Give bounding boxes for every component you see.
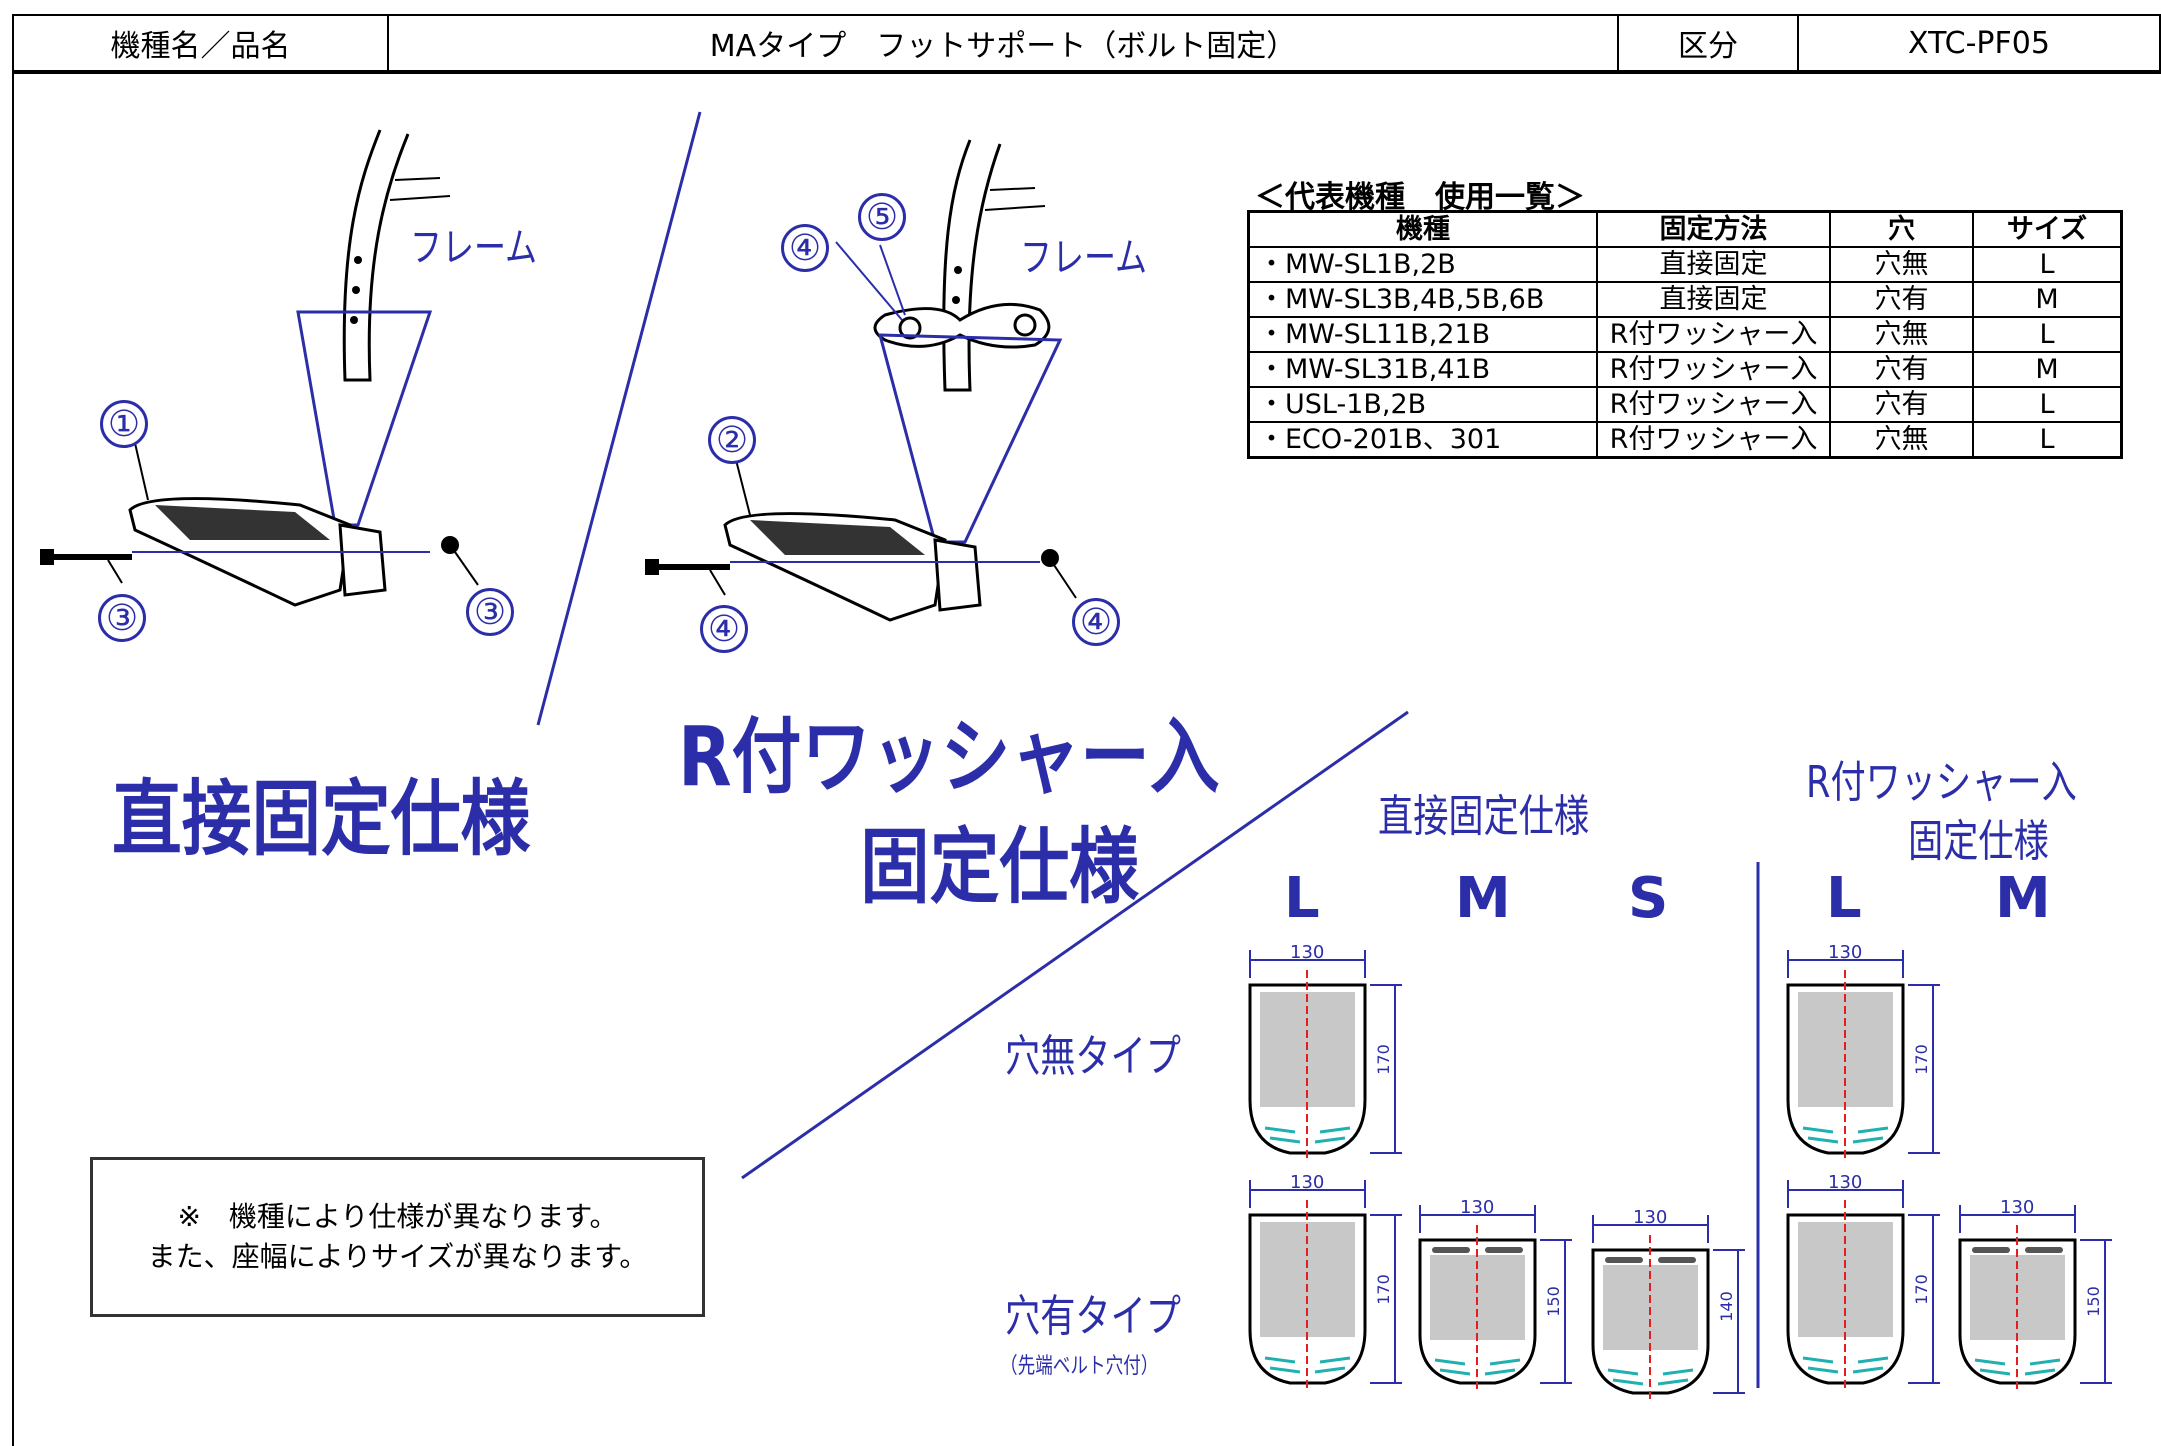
header-model: 機種 xyxy=(1247,210,1598,248)
dim-len-L-no-hole: 170 xyxy=(1373,1044,1393,1075)
cell-size: L xyxy=(1972,246,2123,283)
cell-method: R付ワッシャー入 xyxy=(1596,386,1831,423)
table-row: ・MW-SL11B,21B R付ワッシャー入 穴無 L xyxy=(1247,316,2123,353)
usage-table-header: 機種 固定方法 穴 サイズ xyxy=(1247,210,2123,248)
table-row: ・USL-1B,2B R付ワッシャー入 穴有 L xyxy=(1247,386,2123,423)
callout-5: ⑤ xyxy=(858,193,906,241)
cell-method: 直接固定 xyxy=(1596,246,1831,283)
product-name: MAタイプ フットサポート（ボルト固定） xyxy=(389,16,1619,70)
row-label-hole: 穴有タイプ xyxy=(1005,1291,1181,1342)
dim-width-washer-L-hole: 130 xyxy=(1828,1172,1863,1193)
cell-hole: 穴有 xyxy=(1829,351,1974,388)
dim-width-L-no-hole: 130 xyxy=(1290,942,1325,963)
header-method: 固定方法 xyxy=(1596,210,1831,248)
dim-len-M-hole: 150 xyxy=(1543,1286,1563,1317)
size-label-M: M xyxy=(1455,866,1511,931)
header-size: サイズ xyxy=(1972,210,2123,248)
dim-width-M-hole: 130 xyxy=(1460,1197,1495,1218)
dim-width-washer-M-hole: 130 xyxy=(2000,1197,2035,1218)
washer-fixing-title-line2: 固定仕様 xyxy=(860,820,1139,915)
cell-model: ・USL-1B,2B xyxy=(1247,386,1598,423)
washer-fixing-title-line1: R付ワッシャー入 xyxy=(678,710,1220,805)
cell-method: R付ワッシャー入 xyxy=(1596,421,1831,459)
dim-len-washer-M-hole: 150 xyxy=(2083,1286,2103,1317)
cell-model: ・ECO-201B、301 xyxy=(1247,421,1598,459)
callout-4-left: ④ xyxy=(700,605,748,653)
row-label-hole-sub: （先端ベルト穴付） xyxy=(1000,1354,1159,1379)
callout-2: ② xyxy=(708,416,756,464)
title-block: 機種名／品名 MAタイプ フットサポート（ボルト固定） 区分 XTC-PF05 xyxy=(12,14,2161,74)
row-label-no-hole: 穴無タイプ xyxy=(1005,1031,1181,1082)
dim-width-L-hole: 130 xyxy=(1290,1172,1325,1193)
dim-len-S-hole: 140 xyxy=(1716,1291,1736,1322)
washer-size-label-M: M xyxy=(1995,866,2051,931)
size-chart-washer-title-2: 固定仕様 xyxy=(1908,816,2049,867)
usage-table-caption: ＜代表機種 使用一覧＞ xyxy=(1255,180,1585,215)
size-chart-direct-title: 直接固定仕様 xyxy=(1378,791,1590,842)
table-row: ・MW-SL31B,41B R付ワッシャー入 穴有 M xyxy=(1247,351,2123,388)
note-line-2: また、座幅によりサイズが異なります。 xyxy=(147,1240,648,1273)
cell-size: L xyxy=(1972,386,2123,423)
cell-model: ・MW-SL31B,41B xyxy=(1247,351,1598,388)
cell-model: ・MW-SL3B,4B,5B,6B xyxy=(1247,281,1598,318)
table-row: ・MW-SL3B,4B,5B,6B 直接固定 穴有 M xyxy=(1247,281,2123,318)
dim-len-L-hole: 170 xyxy=(1373,1274,1393,1305)
cell-hole: 穴無 xyxy=(1829,316,1974,353)
frame-label-right: フレーム xyxy=(1020,235,1148,281)
note-box: ※ 機種により仕様が異なります。 また、座幅によりサイズが異なります。 xyxy=(90,1157,705,1317)
drawing-frame xyxy=(12,74,2161,1446)
dim-width-S-hole: 130 xyxy=(1633,1207,1668,1228)
footrest-assembly-washer-drawing xyxy=(645,139,1077,622)
model-label: 機種名／品名 xyxy=(14,16,389,70)
cell-size: M xyxy=(1972,351,2123,388)
table-row: ・MW-SL1B,2B 直接固定 穴無 L xyxy=(1247,246,2123,283)
cell-method: R付ワッシャー入 xyxy=(1596,316,1831,353)
cell-size: L xyxy=(1972,421,2123,459)
direct-fixing-title: 直接固定仕様 xyxy=(112,772,531,867)
note-line-1: ※ 機種により仕様が異なります。 xyxy=(177,1200,618,1233)
cell-model: ・MW-SL11B,21B xyxy=(1247,316,1598,353)
cell-hole: 穴有 xyxy=(1829,386,1974,423)
dim-len-washer-L-no-hole: 170 xyxy=(1911,1044,1931,1075)
frame-label-left: フレーム xyxy=(410,225,538,271)
cell-hole: 穴無 xyxy=(1829,246,1974,283)
cell-method: R付ワッシャー入 xyxy=(1596,351,1831,388)
cell-model: ・MW-SL1B,2B xyxy=(1247,246,1598,283)
callout-1: ① xyxy=(100,400,148,448)
callout-4-right: ④ xyxy=(1072,598,1120,646)
cell-size: L xyxy=(1972,316,2123,353)
usage-table: 機種 固定方法 穴 サイズ ・MW-SL1B,2B 直接固定 穴無 L ・MW-… xyxy=(1247,210,2123,459)
header-hole: 穴 xyxy=(1829,210,1974,248)
size-label-L: L xyxy=(1284,866,1320,931)
size-chart-washer-title-1: R付ワッシャー入 xyxy=(1806,757,2077,808)
cell-method: 直接固定 xyxy=(1596,281,1831,318)
dim-len-washer-L-hole: 170 xyxy=(1911,1274,1931,1305)
cell-hole: 穴無 xyxy=(1829,421,1974,459)
cell-hole: 穴有 xyxy=(1829,281,1974,318)
cell-size: M xyxy=(1972,281,2123,318)
callout-4-top: ④ xyxy=(781,224,829,272)
callout-3-left: ③ xyxy=(98,594,146,642)
category-label: 区分 xyxy=(1619,16,1799,70)
washer-size-label-L: L xyxy=(1826,866,1862,931)
callout-3-right: ③ xyxy=(466,588,514,636)
size-label-S: S xyxy=(1628,866,1669,931)
dim-width-washer-L-no-hole: 130 xyxy=(1828,942,1863,963)
product-code: XTC-PF05 xyxy=(1908,25,2050,61)
table-row: ・ECO-201B、301 R付ワッシャー入 穴無 L xyxy=(1247,421,2123,459)
